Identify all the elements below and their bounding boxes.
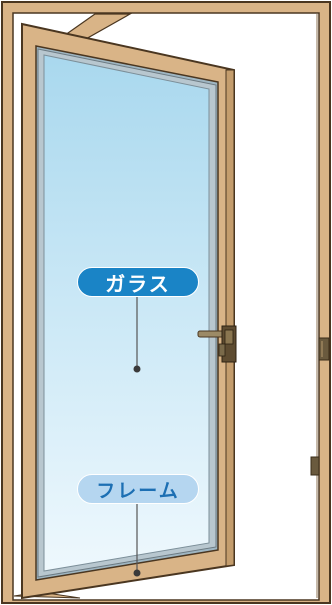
- lower-hardware: [310, 456, 320, 476]
- glass-pane: [43, 54, 210, 572]
- handle: [197, 325, 237, 363]
- frame-leader: [133, 503, 141, 577]
- glass-label: ガラス: [77, 267, 199, 297]
- glass-leader: [133, 296, 141, 373]
- strike-plate: [318, 337, 330, 361]
- frame-label: フレーム: [77, 474, 199, 504]
